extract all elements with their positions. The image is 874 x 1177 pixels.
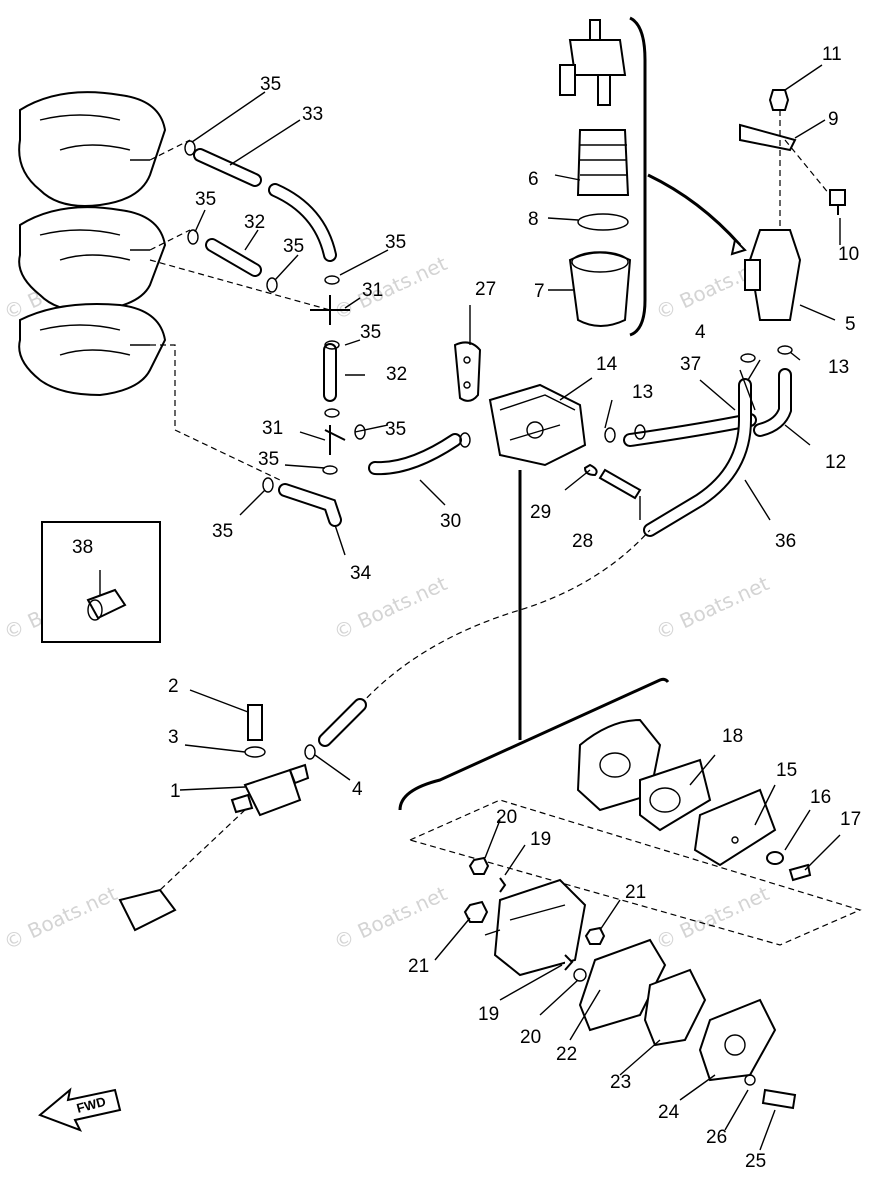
callout-label: 35 <box>260 74 281 95</box>
callout-label: 6 <box>528 169 539 190</box>
callout-label: 35 <box>212 521 233 542</box>
callout-label: 19 <box>478 1004 499 1025</box>
callout-label: 35 <box>385 419 406 440</box>
callout-label: 29 <box>530 502 551 523</box>
callout-label: 37 <box>680 354 701 375</box>
callout-label: 36 <box>775 531 796 552</box>
fwd-arrow: FWD <box>38 1087 122 1132</box>
callout-label: 21 <box>625 882 646 903</box>
callout-label: 31 <box>362 280 383 301</box>
callout-label: 1 <box>170 781 181 802</box>
callout-label: 15 <box>776 760 797 781</box>
fuel-hoses-upper <box>193 148 462 527</box>
pump-internals <box>398 470 862 1110</box>
callout-label: 25 <box>745 1151 766 1172</box>
watermark: © Boats.net <box>330 571 451 644</box>
callout-label: 4 <box>695 322 706 343</box>
callout-labels: 1 2 3 4 4 5 6 7 8 9 10 11 12 13 13 14 15… <box>72 44 861 1172</box>
callout-label: 7 <box>534 281 545 302</box>
callout-label: 20 <box>496 807 517 828</box>
callout-label: 16 <box>810 787 831 808</box>
callout-label: 14 <box>596 354 618 375</box>
callout-label: 31 <box>262 418 283 439</box>
watermark: © Boats.net <box>330 881 451 954</box>
callout-label: 35 <box>283 236 304 257</box>
callout-label: 24 <box>658 1102 680 1123</box>
callout-label: 35 <box>258 449 279 470</box>
callout-label: 19 <box>530 829 551 850</box>
inset-part-38 <box>41 521 161 643</box>
callout-label: 12 <box>825 452 846 473</box>
callout-label: 3 <box>168 727 179 748</box>
callout-label: 10 <box>838 244 859 265</box>
callout-label: 27 <box>475 279 496 300</box>
fuel-pump-assembly <box>453 341 642 500</box>
callout-label: 18 <box>722 726 743 747</box>
watermark: © Boats.net <box>0 881 121 954</box>
callout-label: 21 <box>408 956 429 977</box>
callout-label: 28 <box>572 531 593 552</box>
callout-label: 11 <box>822 44 842 65</box>
callout-label: 38 <box>72 537 93 558</box>
callout-label: 30 <box>440 511 461 532</box>
fuel-connector-assembly <box>118 704 316 932</box>
callout-label: 5 <box>845 314 856 335</box>
callout-label: 35 <box>385 232 406 253</box>
carburetor-stack <box>18 91 331 481</box>
watermark: © Boats.net <box>330 251 451 324</box>
callout-label: 17 <box>840 809 861 830</box>
callout-label: 32 <box>244 212 265 233</box>
fuel-filter-mounted <box>739 89 846 321</box>
callout-label: 32 <box>386 364 407 385</box>
watermark: © Boats.net <box>652 571 773 644</box>
callout-label: 9 <box>828 109 839 130</box>
callout-label: 33 <box>302 104 323 125</box>
callout-label: 2 <box>168 676 179 697</box>
watermark: © Boats.net <box>652 881 773 954</box>
fuel-hoses-right <box>623 345 793 537</box>
fuel-filter-exploded <box>559 16 747 337</box>
leader-lines <box>99 64 841 1151</box>
callout-label: 23 <box>610 1072 631 1093</box>
callout-label: 26 <box>706 1127 727 1148</box>
callout-label: 22 <box>556 1044 577 1065</box>
feed-hose-path <box>359 529 651 706</box>
callout-label: 35 <box>195 189 216 210</box>
callout-label: 20 <box>520 1027 541 1048</box>
callout-label: 8 <box>528 209 539 230</box>
callout-label: 34 <box>350 563 372 584</box>
callout-label: 4 <box>352 779 363 800</box>
fwd-label: FWD <box>75 1094 107 1116</box>
callout-label: 13 <box>632 382 653 403</box>
callout-label: 13 <box>828 357 849 378</box>
callout-label: 35 <box>360 322 381 343</box>
hose-clips <box>184 140 471 493</box>
